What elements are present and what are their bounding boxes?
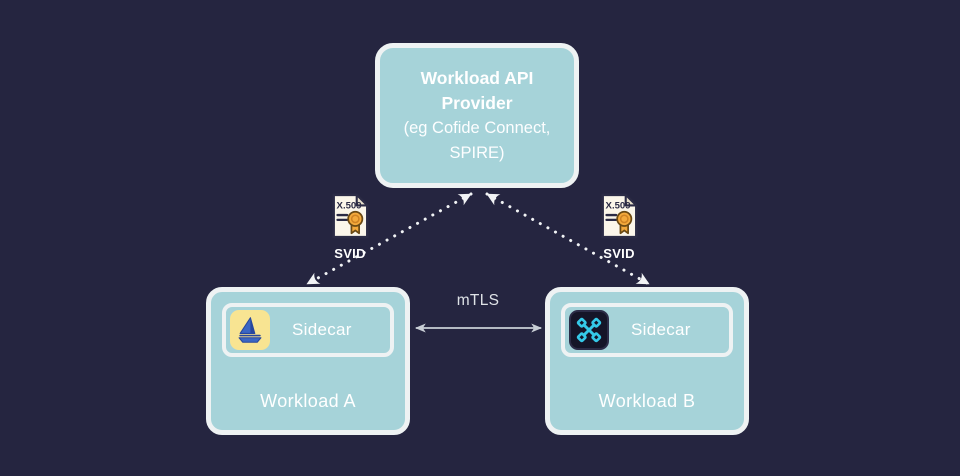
certificate-type-label: X.509 — [337, 200, 362, 211]
workload-a-box: Sidecar Workload A — [206, 287, 410, 435]
svid-caption: SVID — [334, 246, 366, 261]
workload-api-provider-box: Workload API Provider (eg Cofide Connect… — [375, 43, 579, 188]
workload-b-name: Workload B — [598, 391, 696, 411]
sidecar-box-a: Sidecar — [222, 303, 394, 357]
certificate-type-label: X.509 — [606, 200, 631, 211]
x509-svid-badge-right: X.509 SVID — [596, 192, 642, 261]
provider-title-line1: Workload API — [420, 67, 534, 88]
workload-b-box: Sidecar Workload B — [545, 287, 749, 435]
sailboat-icon — [230, 310, 270, 350]
sidecar-label: Sidecar — [292, 320, 352, 339]
x509-svid-badge-left: X.509 SVID — [327, 192, 373, 261]
sidecar-label: Sidecar — [631, 320, 691, 339]
certificate-icon: X.509 — [601, 193, 638, 239]
provider-subtitle-line1: (eg Cofide Connect, — [403, 118, 551, 137]
sidecar-box-b: Sidecar — [561, 303, 733, 357]
svid-caption: SVID — [603, 246, 635, 261]
knot-logo-icon — [569, 310, 609, 350]
workload-a-name: Workload A — [260, 391, 356, 411]
mtls-label: mTLS — [456, 292, 500, 309]
provider-subtitle-line2: SPIRE) — [449, 143, 505, 162]
certificate-icon: X.509 — [332, 193, 369, 239]
provider-title-line2: Provider — [441, 92, 513, 113]
